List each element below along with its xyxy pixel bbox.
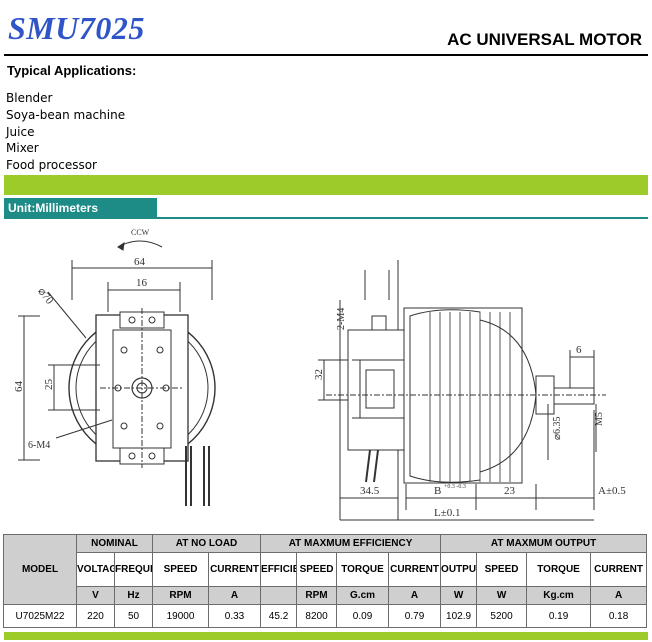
spec-table: MODEL NOMINAL AT NO LOAD AT MAXMUM EFFIC…	[3, 534, 648, 628]
table-cell: U7025M22	[3, 604, 77, 628]
col-voltage: VOLTAGE	[76, 552, 115, 587]
dim-b-tolerance: +0.3 -0.3	[444, 484, 466, 490]
unit-cell: RPM	[152, 586, 210, 605]
unit-cell: A	[388, 586, 442, 605]
dim-34-5: 34.5	[360, 485, 380, 497]
col-speed: SPEED	[152, 552, 210, 587]
footer-divider	[4, 632, 648, 640]
section-divider	[4, 175, 648, 195]
application-item: Juice	[6, 124, 35, 139]
table-cell: 5200	[476, 604, 528, 628]
dim-top-holes: 2-M4	[336, 308, 347, 330]
product-type: AC UNIVERSAL MOTOR	[447, 30, 642, 49]
dim-holes: 6-M4	[28, 440, 50, 451]
dim-inner: 25	[43, 379, 55, 391]
unit-cell: A	[590, 586, 648, 605]
col-current: CURRENT	[590, 552, 648, 587]
dim-side-height: 32	[313, 369, 325, 380]
unit-cell: RPM	[296, 586, 338, 605]
dim-a: A±0.5	[598, 485, 626, 497]
dim-thread: M5	[594, 412, 605, 426]
applications-title: Typical Applications:	[7, 63, 137, 78]
ccw-label: CCW	[131, 228, 150, 237]
col-speed: SPEED	[476, 552, 528, 587]
col-torque: TORQUE	[526, 552, 592, 587]
applications-list: Blender Soya-bean machine Juice Mixer Fo…	[6, 90, 125, 174]
table-cell: 220	[76, 604, 115, 628]
table-row: U7025M22 220 50 19000 0.33 45.2 8200 0.0…	[3, 604, 648, 628]
table-cell: 19000	[152, 604, 210, 628]
col-frequency: FREQUENCY	[113, 552, 154, 587]
col-speed: SPEED	[296, 552, 338, 587]
unit-cell: V	[76, 586, 115, 605]
unit-cell: Kg.cm	[526, 586, 592, 605]
unit-tab-underline	[157, 217, 648, 219]
table-cell: 0.19	[526, 604, 592, 628]
unit-label: Unit:Millimeters	[4, 198, 157, 219]
dim-width: 64	[134, 256, 146, 268]
dim-l: L±0.1	[434, 507, 461, 519]
dim-diameter: ⌀70	[35, 285, 56, 307]
col-torque: TORQUE	[336, 552, 390, 587]
table-cell: 45.2	[260, 604, 298, 628]
group-no-load: AT NO LOAD	[152, 534, 262, 553]
table-cell: 8200	[296, 604, 338, 628]
unit-cell	[260, 586, 298, 605]
unit-cell: Hz	[113, 586, 154, 605]
table-column-header: VOLTAGE FREQUENCY SPEED CURRENT EFFICIEN…	[4, 552, 648, 587]
table-cell: 50	[113, 604, 154, 628]
model-header: MODEL	[3, 534, 77, 605]
table-cell: 0.33	[208, 604, 262, 628]
group-max-output: AT MAXMUM OUTPUT	[440, 534, 648, 553]
table-cell: 0.09	[336, 604, 390, 628]
col-current: CURRENT	[208, 552, 262, 587]
header-rule	[4, 54, 648, 56]
application-item: Food processor	[6, 158, 97, 173]
dim-shaft-diameter: ⌀6.35	[552, 416, 563, 440]
group-max-efficiency: AT MAXMUM EFFICIENCY	[260, 534, 442, 553]
table-cell: 102.9	[440, 604, 478, 628]
col-current: CURRENT	[388, 552, 442, 587]
unit-cell: G.cm	[336, 586, 390, 605]
unit-cell: A	[208, 586, 262, 605]
group-nominal: NOMINAL	[75, 534, 154, 553]
col-output: OUTPUT	[440, 552, 478, 587]
dim-b: B	[434, 485, 441, 497]
table-group-header: MODEL NOMINAL AT NO LOAD AT MAXMUM EFFIC…	[3, 534, 648, 605]
application-item: Mixer	[6, 141, 39, 156]
table-unit-header: V Hz RPM A RPM G.cm A W W Kg.cm A	[4, 586, 648, 605]
dim-shaft-length: 6	[576, 344, 582, 356]
unit-cell: W	[440, 586, 478, 605]
model-number: SMU7025	[8, 10, 145, 46]
dim-height: 64	[13, 381, 25, 393]
unit-cell: W	[476, 586, 528, 605]
dim-hole-spacing: 16	[136, 277, 148, 289]
table-cell: 0.79	[388, 604, 442, 628]
table-cell: 0.18	[590, 604, 648, 628]
dim-23: 23	[504, 485, 516, 497]
motor-technical-drawing: CCW 64 16 ⌀70 64 25 6-M4	[13, 228, 626, 521]
col-efficiency: EFFICIENCY	[260, 552, 298, 587]
application-item: Blender	[6, 91, 53, 105]
application-item: Soya-bean machine	[6, 107, 126, 122]
